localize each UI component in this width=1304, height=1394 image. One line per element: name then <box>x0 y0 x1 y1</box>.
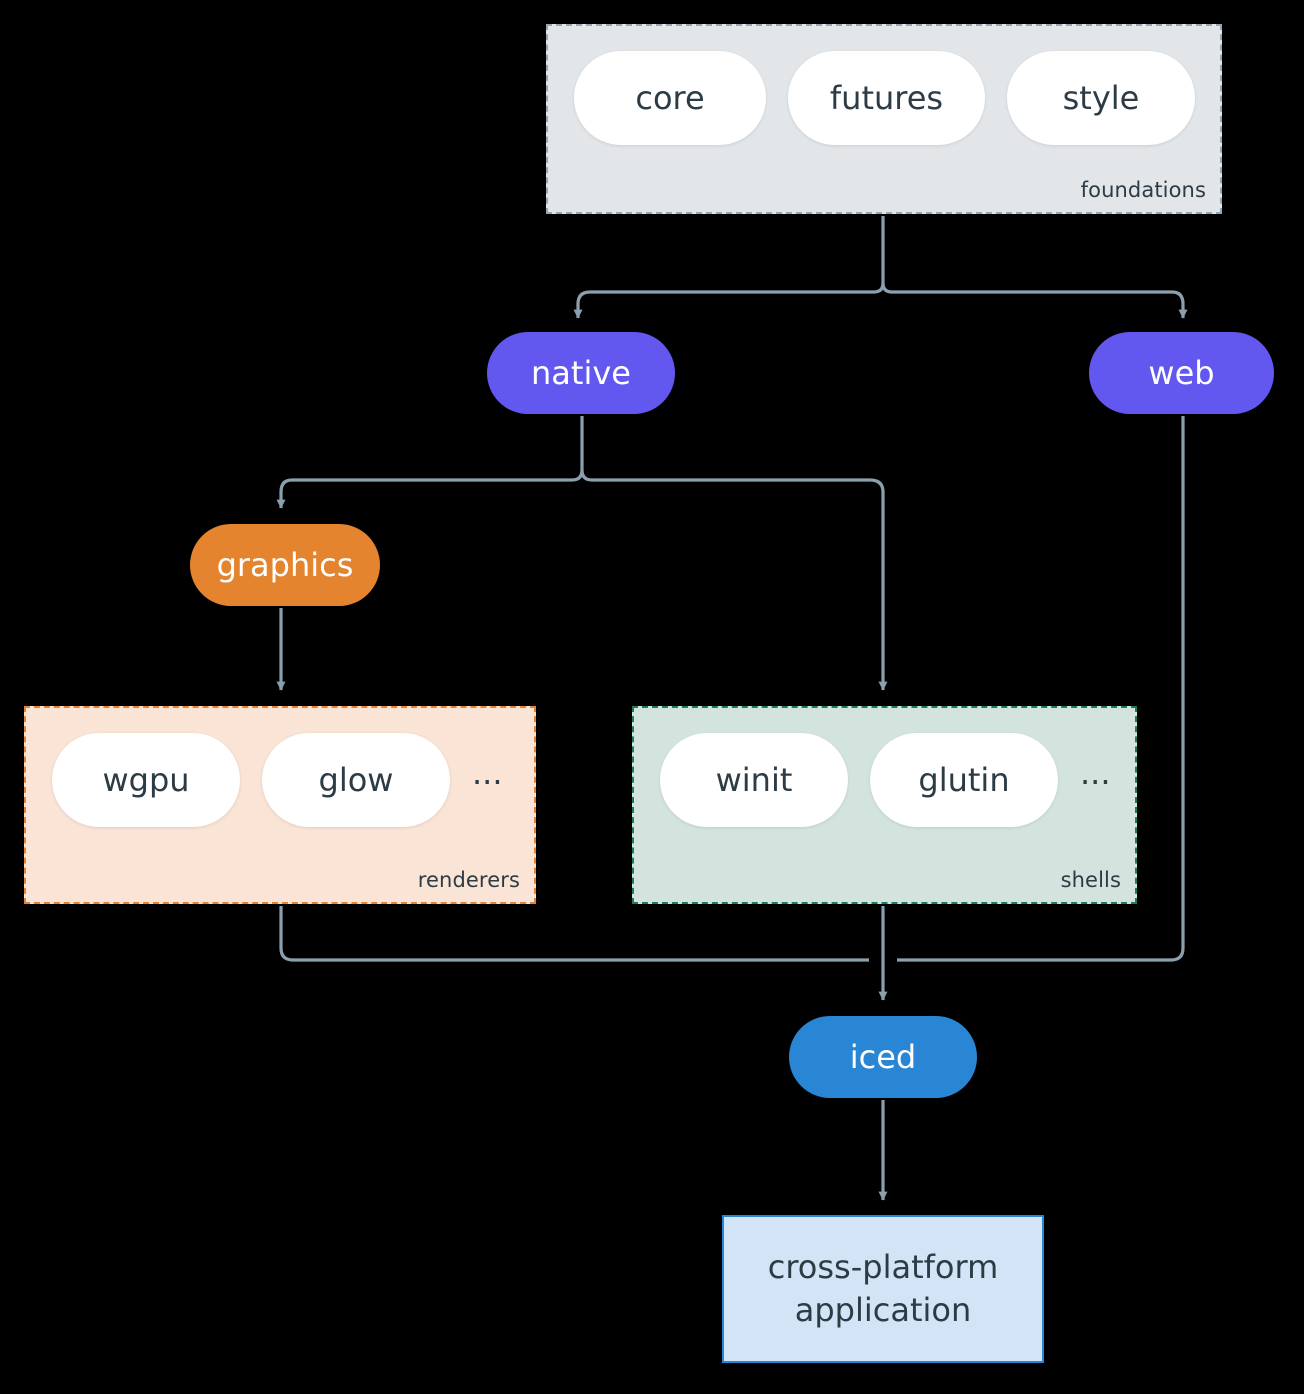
renderers-members: wgpu glow ... <box>52 733 503 827</box>
edge-native-to-shells <box>580 469 888 691</box>
foundations-members: core futures style <box>574 51 1195 145</box>
renderers-ellipsis: ... <box>472 754 503 792</box>
edge-foundations-to-native <box>573 282 885 319</box>
pill-core[interactable]: core <box>574 51 766 145</box>
node-native[interactable]: native <box>487 332 675 414</box>
pill-winit[interactable]: winit <box>660 733 848 827</box>
application-line-2: application <box>794 1291 972 1329</box>
pill-glutin[interactable]: glutin <box>870 733 1058 827</box>
group-label-foundations: foundations <box>1080 178 1206 202</box>
group-foundations: core futures style foundations <box>546 24 1222 214</box>
node-graphics[interactable]: graphics <box>190 524 380 606</box>
shells-ellipsis: ... <box>1080 754 1111 792</box>
pill-style[interactable]: style <box>1007 51 1195 145</box>
pill-futures[interactable]: futures <box>788 51 985 145</box>
group-shells: winit glutin ... shells <box>632 706 1137 904</box>
pill-glow[interactable]: glow <box>262 733 450 827</box>
pill-wgpu[interactable]: wgpu <box>52 733 240 827</box>
edge-native-to-graphics <box>276 469 584 509</box>
application-line-1: cross-platform <box>767 1247 999 1286</box>
node-iced[interactable]: iced <box>789 1016 977 1098</box>
node-web[interactable]: web <box>1089 332 1274 414</box>
group-label-renderers: renderers <box>417 868 520 892</box>
group-renderers: wgpu glow ... renderers <box>24 706 536 904</box>
edge-foundations-to-web <box>881 282 1188 319</box>
node-cross-platform-application[interactable]: cross-platform application <box>722 1215 1044 1363</box>
group-label-shells: shells <box>1060 868 1121 892</box>
edge-renderers-to-iced <box>279 906 869 962</box>
shells-members: winit glutin ... <box>660 733 1111 827</box>
